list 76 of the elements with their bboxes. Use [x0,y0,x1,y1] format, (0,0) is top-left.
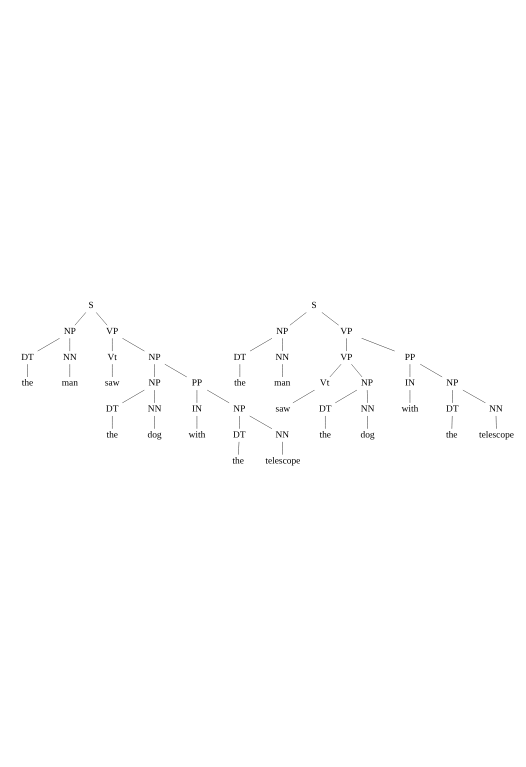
node-text: DT [106,404,118,415]
node-text: telescope [265,456,300,466]
node-text: NN [360,404,374,415]
node-text: dog [360,430,375,441]
connector [292,390,315,404]
connector [330,364,342,378]
node-text: VP [340,352,352,363]
connector [322,312,339,326]
node-text: man [62,378,78,389]
node-text: NN [63,352,77,363]
connector [74,312,86,326]
connector [420,364,442,378]
node-text: DT [234,352,246,363]
connector [452,390,453,404]
node-text: with [188,430,206,441]
node-text: S [311,301,317,312]
node-text: Vt [320,378,330,389]
connector [282,442,283,455]
node-text: saw [276,404,290,415]
connector [37,338,60,352]
node-text: NP [64,326,76,337]
connector [250,338,272,352]
connector [154,416,155,429]
connector [122,338,145,352]
connector [346,338,347,352]
node-text: DT [21,352,34,363]
connector [96,312,108,326]
node-text: NN [275,352,290,363]
connector [496,416,497,429]
node-text: telescope [478,430,514,441]
node-text: the [22,378,34,389]
connector [462,390,486,404]
node-text: the [319,430,331,441]
node-text: dog [148,430,162,441]
connector [122,390,145,404]
node-text: IN [192,404,202,415]
node-text: man [274,378,290,389]
node-text: NN [275,430,290,441]
connector [164,364,188,378]
node-text: NP [446,378,458,389]
connector [351,364,362,378]
node-text: NN [489,404,503,415]
node-text: PP [404,352,416,363]
node-text: NN [148,404,162,415]
node-text: saw [104,378,120,389]
connector [361,338,395,352]
node-text: the [234,378,246,389]
connector [325,416,326,429]
node-text: the [446,430,458,441]
node-text: VP [340,326,352,337]
node-text: IN [404,378,415,389]
node-text: S [88,301,94,312]
connector [366,390,368,404]
node-text: NP [148,378,161,389]
node-text: PP [192,378,202,389]
connector [239,416,240,429]
connector [335,390,358,404]
node-text: Vt [108,352,117,363]
connector [206,390,230,404]
node-text: VP [106,326,118,337]
node-text: the [232,456,244,466]
node-text: with [402,404,418,415]
node-text: the [106,430,118,441]
connector [238,442,240,455]
node-text: NP [148,352,161,363]
node-text: DT [233,430,246,441]
connector [154,364,155,378]
connector [367,416,368,429]
node-text: NP [233,404,246,415]
node-text: NP [360,378,374,389]
node-text: DT [446,404,459,415]
connector [290,312,307,326]
node-text: NP [276,326,288,337]
node-text: DT [318,404,332,415]
connector [249,416,272,429]
connector [154,390,155,404]
